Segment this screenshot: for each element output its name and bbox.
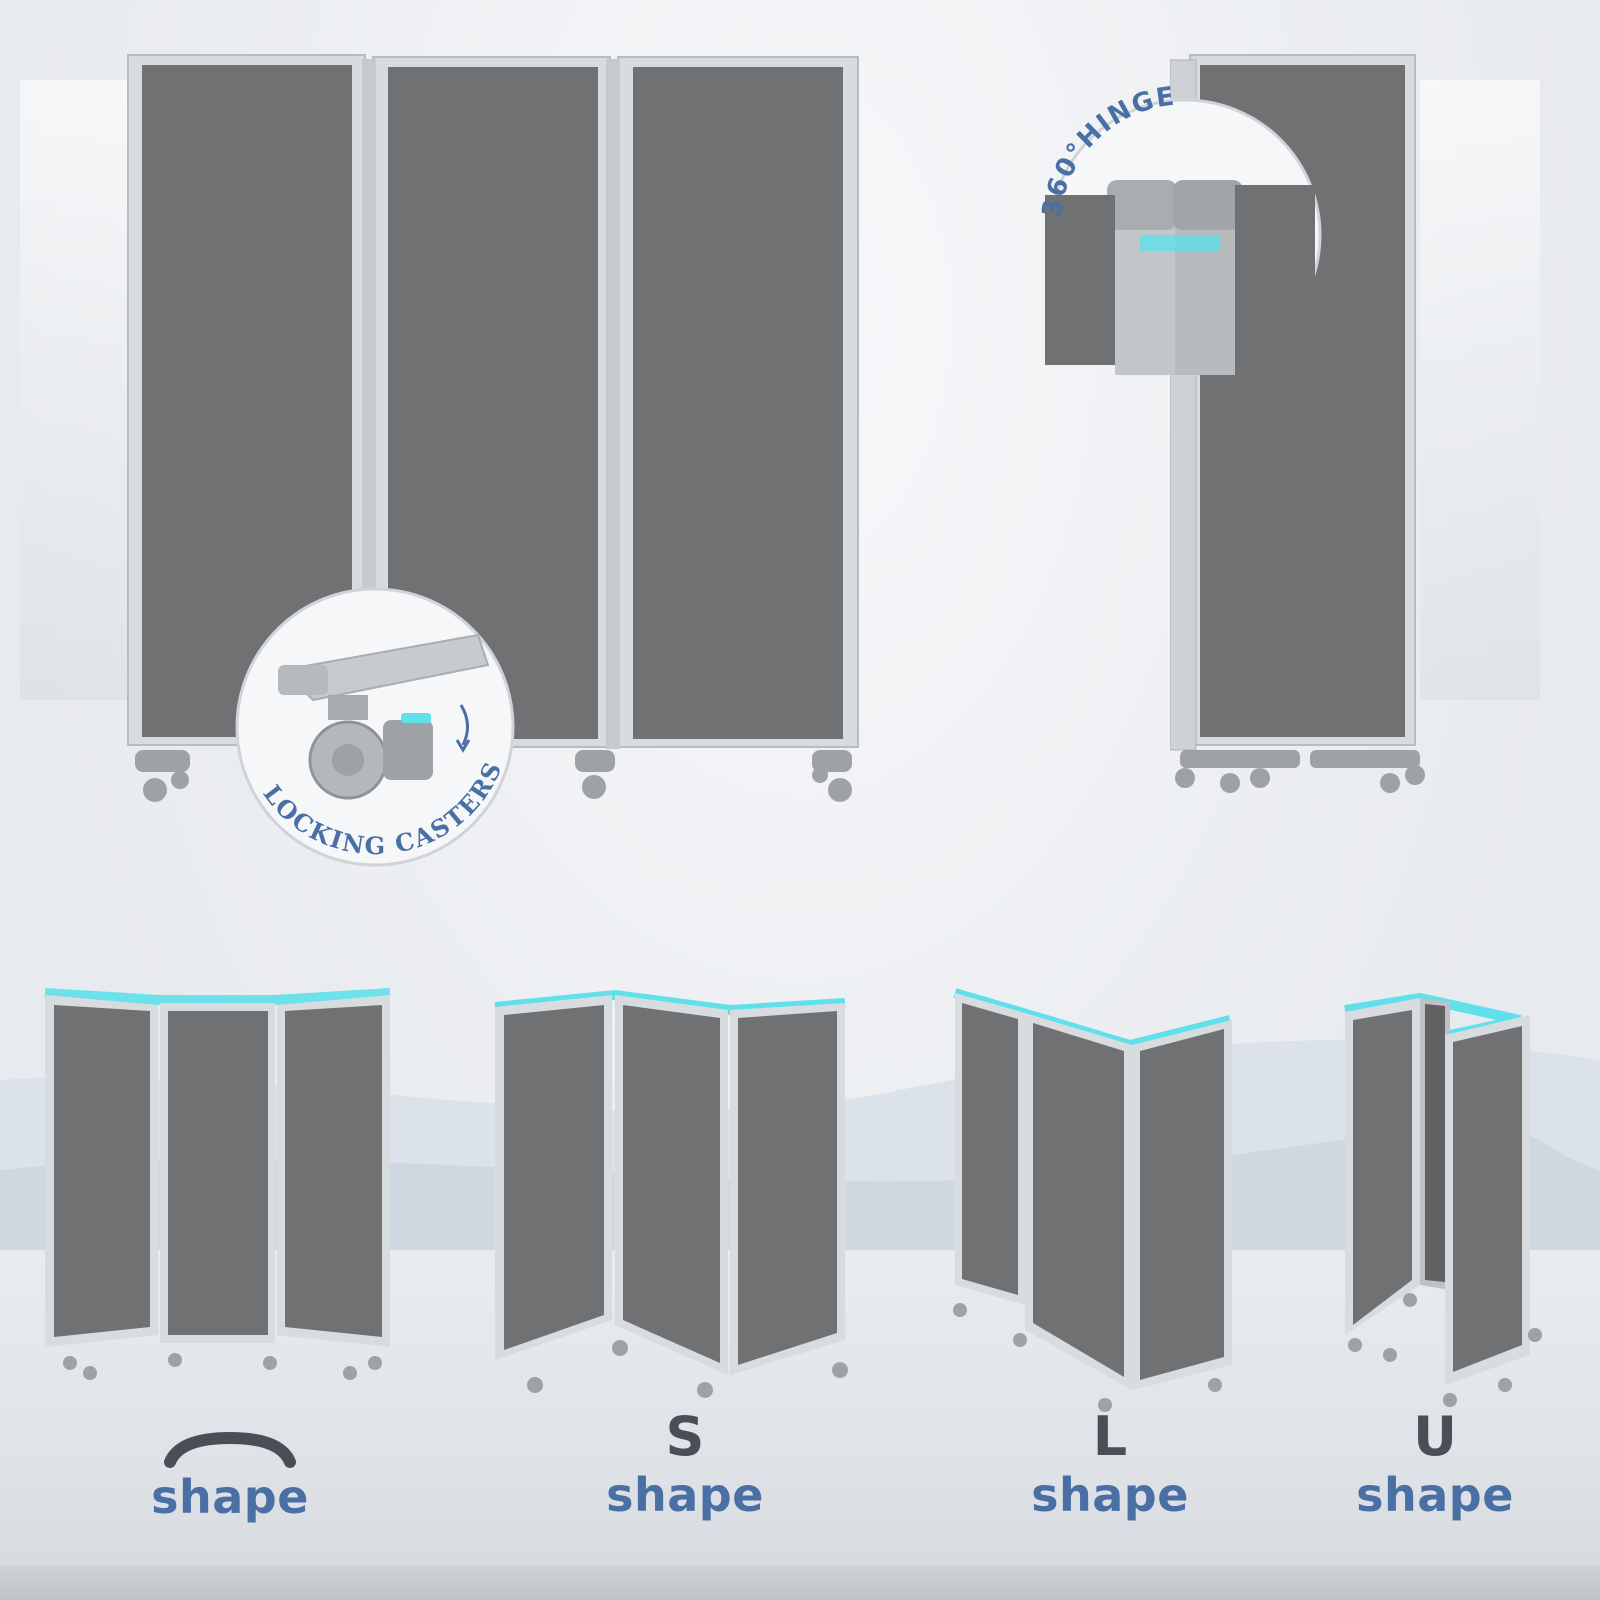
caster (135, 750, 190, 802)
hinge-label-arc: 360°HINGE (1037, 81, 1178, 219)
shape-letter: U (1413, 1405, 1457, 1468)
divider-panel (372, 56, 611, 748)
caster (575, 750, 615, 799)
shape-label-s: S shape (585, 1405, 785, 1522)
hinge-callout: 360°HINGE (1037, 81, 1325, 375)
arc-configuration (44, 988, 391, 1380)
background-window (20, 80, 140, 700)
divider-panel (617, 56, 859, 748)
caster-label-arc: LOCKING CASTERS (257, 756, 508, 860)
shape-letter: L (1092, 1405, 1128, 1468)
shape-label-l: L shape (1010, 1405, 1210, 1522)
svg-text:LOCKING CASTERS: LOCKING CASTERS (257, 756, 508, 860)
u-configuration (1344, 992, 1542, 1407)
arc-icon (164, 1431, 296, 1468)
caster (812, 750, 852, 802)
shape-word: shape (151, 1470, 309, 1524)
hinge-strip (606, 59, 620, 749)
background-window (1420, 80, 1540, 700)
caster (1175, 750, 1425, 793)
shape-word: shape (1031, 1468, 1189, 1522)
shape-letter: S (665, 1405, 705, 1468)
svg-text:360°HINGE: 360°HINGE (1037, 81, 1178, 219)
locking-casters-callout: LOCKING CASTERS (233, 585, 518, 870)
floor-strip (0, 1565, 1600, 1600)
shape-word: shape (606, 1468, 764, 1522)
hinge-strip (362, 59, 376, 749)
hinge-label: 360°HINGE (1037, 81, 1178, 219)
locking-casters-label: LOCKING CASTERS (257, 756, 508, 860)
shape-label-arc: shape (130, 1430, 330, 1524)
s-configuration (494, 989, 848, 1398)
shape-label-u: U shape (1335, 1405, 1535, 1522)
l-configuration (953, 988, 1232, 1412)
shape-word: shape (1356, 1468, 1514, 1522)
